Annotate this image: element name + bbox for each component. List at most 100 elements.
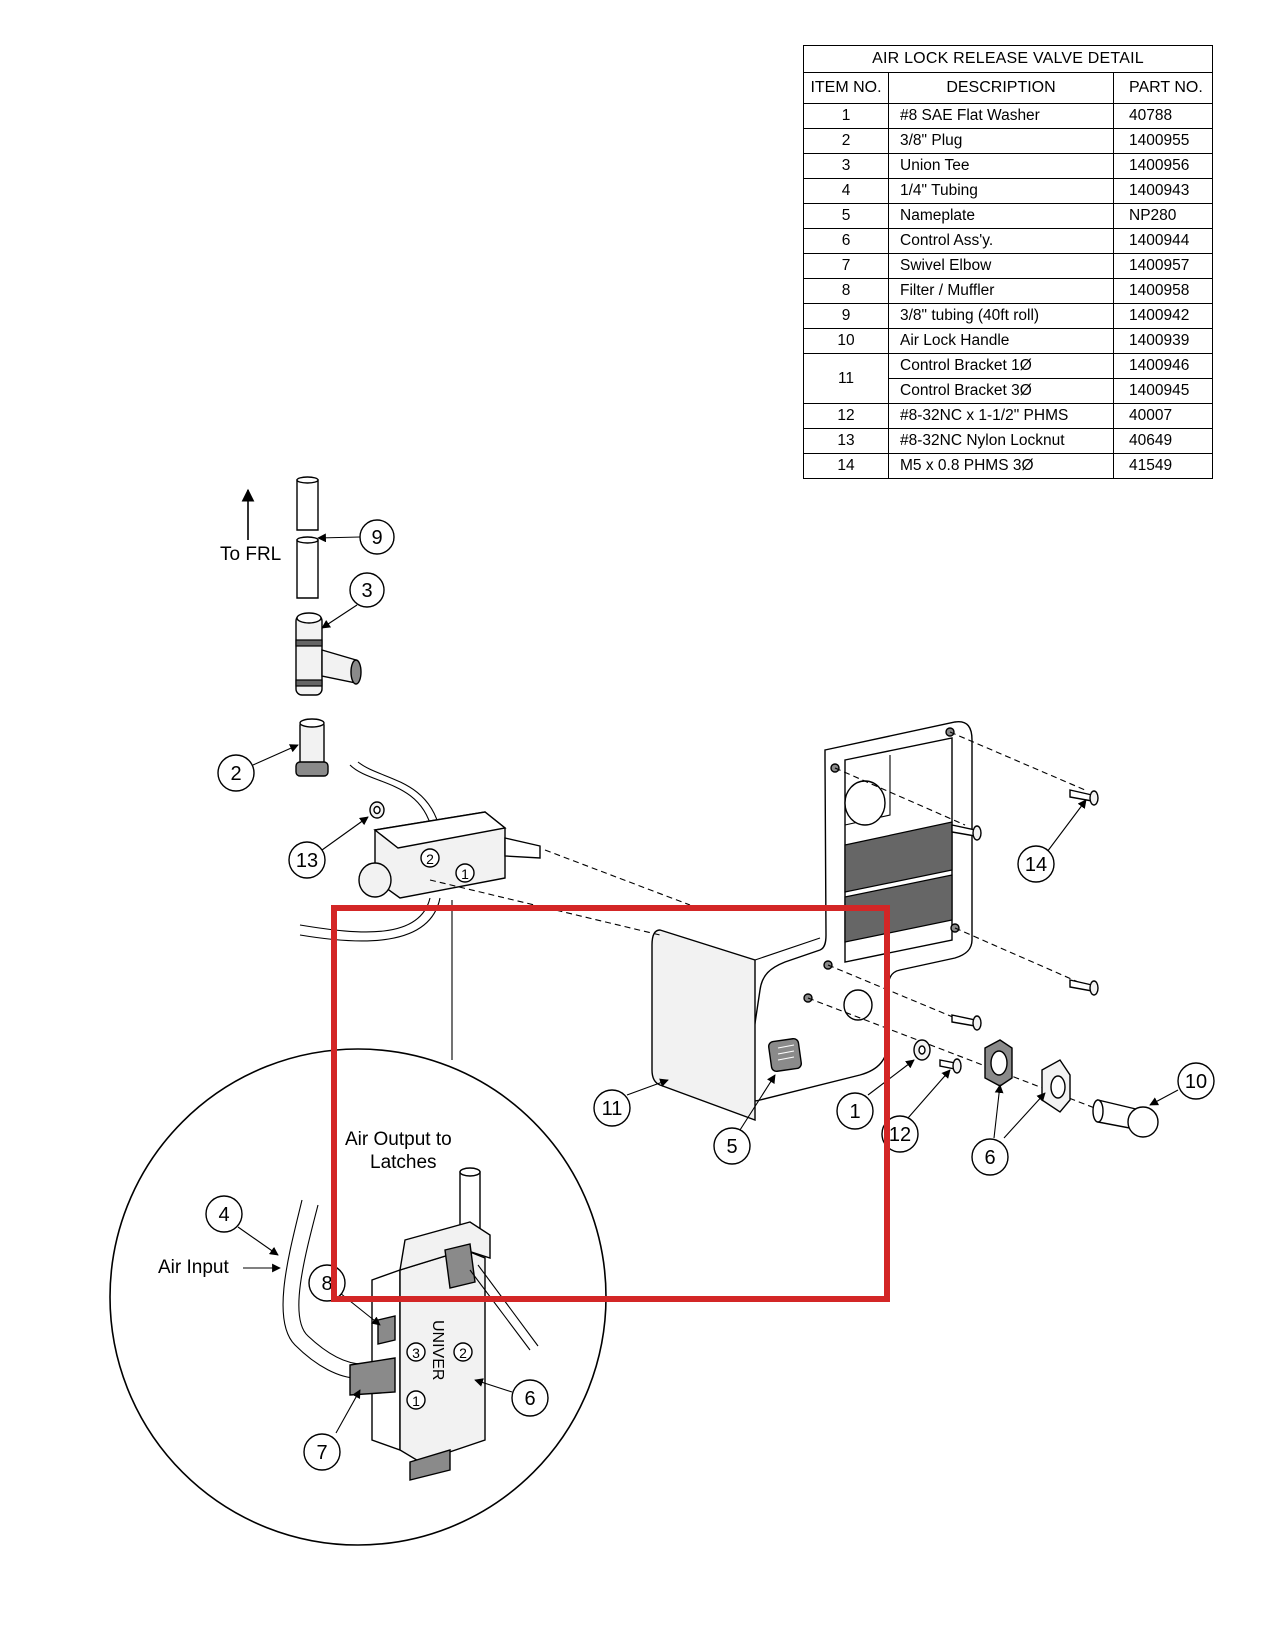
item-part-no: 1400943	[1113, 178, 1213, 204]
nameplate-part	[768, 1038, 802, 1072]
washer-and-screw-parts	[913, 1039, 962, 1074]
item-part-no: 1400939	[1113, 328, 1213, 354]
port-2-label: 2	[426, 851, 434, 867]
air-input-label: Air Input	[158, 1257, 229, 1278]
callout-3-number: 3	[361, 580, 372, 602]
item-part-no: 40788	[1113, 103, 1213, 129]
callout-9-number: 9	[371, 527, 382, 549]
callout-1: 1	[836, 1059, 915, 1130]
callout-6: 6	[971, 1084, 1046, 1176]
callout-10: 10	[1149, 1062, 1215, 1106]
quarter-tubing-edge	[298, 1204, 366, 1365]
item-part-no: 1400956	[1113, 153, 1213, 179]
callout-13: 13	[288, 816, 369, 879]
table-title: AIR LOCK RELEASE VALVE DETAIL	[803, 45, 1213, 73]
callout-4: 4	[205, 1195, 279, 1256]
callout-7: 7	[303, 1389, 361, 1471]
item-part-no: 1400958	[1113, 278, 1213, 304]
item-description: 1/4" Tubing	[888, 178, 1114, 204]
item-description: #8-32NC x 1-1/2" PHMS	[888, 403, 1114, 429]
valve-brand-text: UNIVER	[429, 1320, 446, 1380]
tubing-3-8-part	[296, 476, 319, 599]
control-assembly-parts	[984, 1039, 1071, 1113]
callout-11-number: 11	[602, 1098, 623, 1120]
item-description: Control Ass'y.	[888, 228, 1114, 254]
filter-muffler-part	[377, 1315, 396, 1345]
callout-14: 14	[1017, 799, 1087, 883]
callout-14-number: 14	[1025, 854, 1047, 876]
item-no: 14	[803, 453, 889, 479]
to-frl-label: To FRL	[220, 544, 281, 565]
callout-2: 2	[217, 744, 299, 792]
item-description: 3/8" tubing (40ft roll)	[888, 303, 1114, 329]
item-no: 10	[803, 328, 889, 354]
item-description: Air Lock Handle	[888, 328, 1114, 354]
item-part-no: 1400944	[1113, 228, 1213, 254]
item-part-no: 40649	[1113, 428, 1213, 454]
detail-port-3-label: 3	[412, 1345, 420, 1361]
item-no: 8	[803, 278, 889, 304]
callout-10-number: 10	[1185, 1071, 1207, 1093]
union-tee-part	[295, 612, 362, 696]
item-no: 12	[803, 403, 889, 429]
callout-4-number: 4	[218, 1204, 229, 1226]
item-part-no: 40007	[1113, 403, 1213, 429]
callout-1-number: 1	[849, 1101, 860, 1123]
header-part-no: PART NO.	[1113, 72, 1213, 104]
phms-screws-part	[951, 789, 1099, 1031]
item-part-no: 41549	[1113, 453, 1213, 479]
quarter-tubing-part	[282, 1199, 363, 1379]
air-output-label-line1: Air Output to	[345, 1129, 452, 1150]
air-output-label-line2: Latches	[370, 1152, 437, 1173]
callout-8: 8	[308, 1264, 381, 1326]
callout-5: 5	[713, 1074, 776, 1165]
parts-table: AIR LOCK RELEASE VALVE DETAIL ITEM NO. D…	[803, 45, 1213, 479]
item-no: 2	[803, 128, 889, 154]
detail-port-1-label: 1	[412, 1393, 420, 1409]
item-description: Union Tee	[888, 153, 1114, 179]
item-no: 11	[803, 353, 889, 404]
callout-6-number: 6	[984, 1147, 995, 1169]
locknut-part	[369, 801, 385, 819]
callout-5-number: 5	[726, 1136, 737, 1158]
table-title-row: AIR LOCK RELEASE VALVE DETAIL	[803, 45, 1213, 73]
port-1-label: 1	[461, 866, 469, 882]
callout-6-detail-number: 6	[524, 1388, 535, 1410]
header-item-no: ITEM NO.	[803, 72, 889, 104]
upper-control-valve: 2 1	[299, 761, 541, 942]
callout-9: 9	[317, 519, 395, 555]
item-description: 3/8" Plug	[888, 128, 1114, 154]
callout-6-detail: 6	[474, 1378, 549, 1417]
item-no: 5	[803, 203, 889, 229]
item-description: Swivel Elbow	[888, 253, 1114, 279]
table-header-row: ITEM NO. DESCRIPTION PART NO.	[803, 72, 1213, 104]
plug-3-8-part	[295, 718, 329, 777]
callout-12-number: 12	[889, 1124, 911, 1146]
detail-control-valve: UNIVER 3 2 1	[371, 1167, 539, 1481]
callout-11: 11	[593, 1078, 669, 1127]
item-description: M5 x 0.8 PHMS 3Ø	[888, 453, 1114, 479]
callout-13-number: 13	[296, 850, 318, 872]
item-no: 3	[803, 153, 889, 179]
item-description: Control Bracket 3Ø	[888, 378, 1114, 404]
item-part-no: 1400957	[1113, 253, 1213, 279]
highlight-box	[331, 905, 890, 1302]
item-part-no: NP280	[1113, 203, 1213, 229]
callout-3: 3	[321, 572, 385, 629]
air-lock-handle-part	[1092, 1099, 1159, 1138]
detail-port-2-label: 2	[459, 1345, 467, 1361]
to-frl-indicator: To FRL	[220, 488, 281, 565]
callout-12: 12	[881, 1069, 951, 1153]
